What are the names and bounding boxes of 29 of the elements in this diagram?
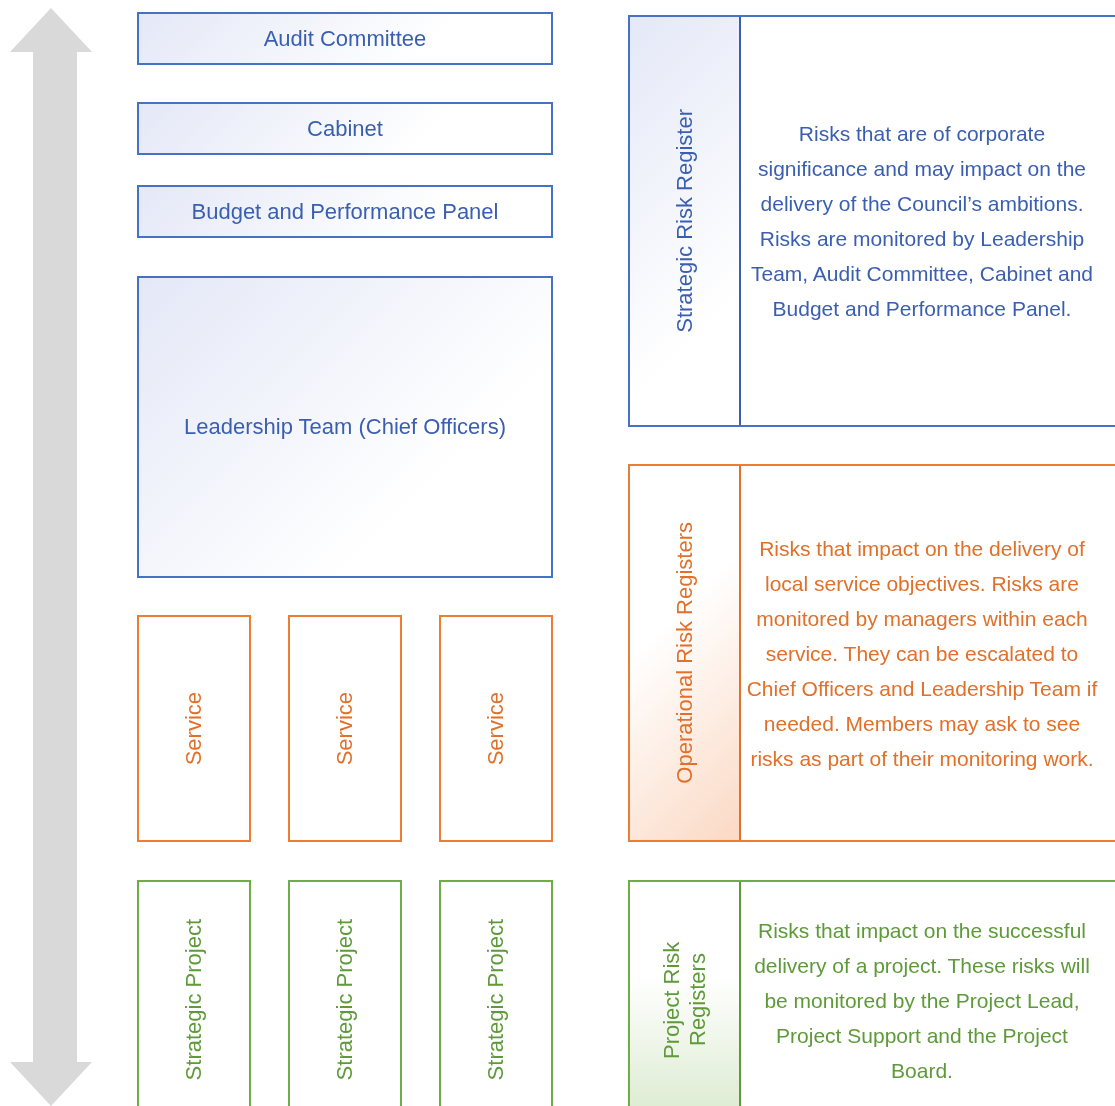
box-label: Strategic Project (483, 919, 509, 1081)
box-label: Budget and Performance Panel (191, 198, 499, 225)
project-box (288, 880, 402, 1106)
box-label: Service (483, 691, 509, 766)
box-label: Service (181, 691, 207, 766)
panel-box (137, 185, 553, 238)
register-panel (628, 880, 1115, 1106)
box-label: Audit Committee (263, 25, 427, 52)
service-box (439, 615, 553, 842)
box-label: Strategic Project (181, 919, 207, 1081)
register-title: Project Risk Registers (658, 940, 711, 1061)
description-text: Risks that impact on the delivery of local service objectives. Risks are monitored by managers within each service. They can be escalated to Chief Officers and Leadership Team if needed. Members may ask to see risks as part of their monitoring work. (745, 535, 1099, 772)
description-text: Risks that are of corporate significance and may impact on the delivery of the Council’s ambitions. Risks are monitored by Leadership Team, Audit Committee, Cabinet and Budget and Performance Panel. (750, 121, 1094, 322)
box-label: Leadership Team (Chief Officers) (184, 414, 506, 440)
description-text: Risks that impact on the successful delivery of a project. These risks will be monitored by the Project Lead, Project Support and the Project Board. (753, 917, 1091, 1084)
committee-box (137, 12, 553, 65)
team-box (137, 276, 553, 578)
register-panel (628, 464, 1115, 842)
service-box (137, 615, 251, 842)
service-box (288, 615, 402, 842)
box-label: Service (332, 691, 358, 766)
box-label: Cabinet (307, 115, 383, 142)
register-title: Operational Risk Registers (671, 522, 698, 784)
register-panel (628, 15, 1115, 427)
register-title: Strategic Risk Register (671, 109, 698, 333)
box-label: Strategic Project (332, 919, 358, 1081)
project-box (439, 880, 553, 1106)
project-box (137, 880, 251, 1106)
committee-box (137, 102, 553, 155)
